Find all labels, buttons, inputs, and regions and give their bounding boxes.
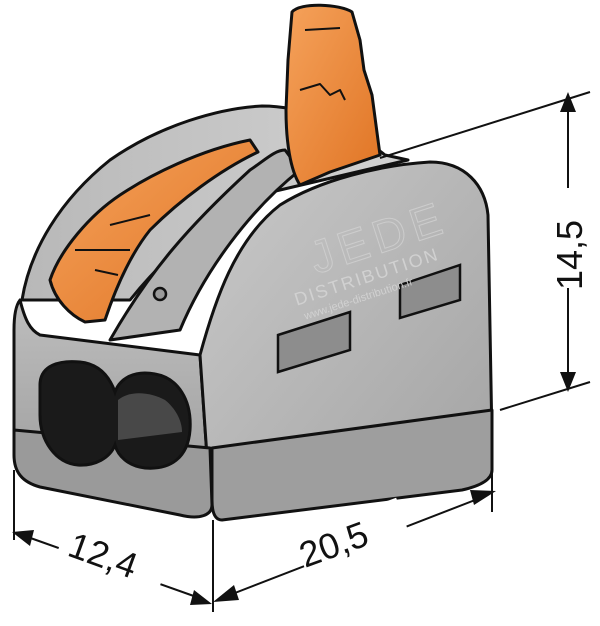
width-arrow-left — [213, 585, 239, 602]
lever-raised-ridge — [299, 27, 346, 101]
height-extension-bottom — [499, 381, 591, 411]
lever-closed-rib — [75, 214, 151, 276]
lever-raised-body — [284, 3, 382, 187]
depth-arrow-right — [190, 590, 212, 605]
lever-closed-body — [48, 138, 260, 324]
side-slot-upper — [398, 263, 462, 320]
side-slot-lower — [276, 310, 352, 374]
height-extension-top — [379, 91, 591, 159]
depth-arrow-left — [12, 530, 34, 546]
lever-pivot-dot — [152, 286, 168, 302]
lever-raised — [284, 3, 382, 187]
lever-closed — [48, 138, 260, 324]
height-label: 14,5 — [549, 220, 590, 290]
hole-highlight — [118, 393, 182, 440]
side-slots — [276, 263, 462, 374]
wire-entry-hole — [38, 360, 192, 470]
height-arrow-bottom — [560, 372, 576, 392]
height-arrow-top — [560, 92, 576, 112]
width-arrow-right — [470, 490, 496, 505]
wire-entry-holes — [38, 360, 192, 470]
depth-label: 12,4 — [63, 524, 143, 586]
